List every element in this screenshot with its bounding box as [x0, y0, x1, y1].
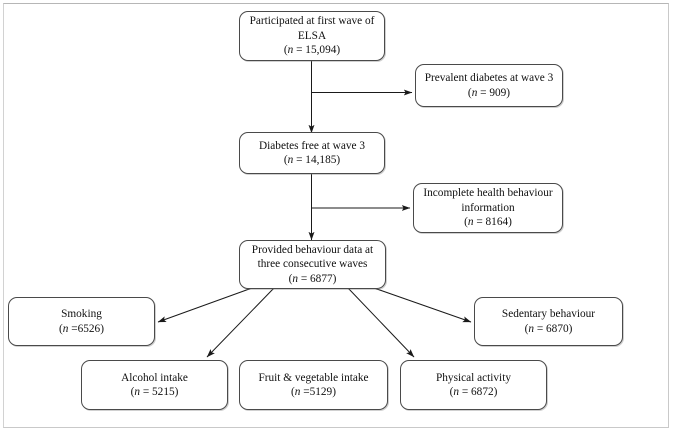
node-count: (n = 6870) — [524, 322, 573, 335]
node-line: Participated at first wave of — [249, 15, 375, 28]
node-line: Incomplete health behaviour — [423, 187, 553, 200]
node-line: ELSA — [297, 29, 327, 42]
node-line: information — [461, 201, 515, 214]
node-count: (n = 15,094) — [283, 44, 341, 57]
node-line: Fruit & vegetable intake — [258, 371, 369, 384]
node-count: (n = 6877) — [288, 272, 337, 285]
node-line: Sedentary behaviour — [501, 308, 596, 321]
node-count: (n =5129) — [291, 386, 336, 398]
node-sedentary-behaviour[interactable]: Sedentary behaviour (n = 6870) — [474, 297, 623, 346]
node-count: (n = 6872) — [449, 386, 498, 398]
node-line: three consecutive waves — [257, 258, 368, 271]
node-count: (n =6526) — [59, 322, 104, 335]
node-line: Smoking — [61, 308, 102, 321]
node-smoking[interactable]: Smoking (n =6526) — [8, 297, 155, 346]
node-line: Diabetes free at wave 3 — [258, 139, 365, 152]
node-physical-activity[interactable]: Physical activity (n = 6872) — [400, 360, 547, 410]
connector-to-alcohol — [206, 287, 275, 358]
node-diabetes-free[interactable]: Diabetes free at wave 3 (n = 14,185) — [239, 132, 385, 174]
node-line: Prevalent diabetes at wave 3 — [424, 72, 554, 85]
node-count: (n = 14,185) — [283, 154, 341, 166]
connector-to-physical-activity — [347, 287, 415, 358]
node-alcohol-intake[interactable]: Alcohol intake (n = 5215) — [81, 360, 228, 410]
node-line: Alcohol intake — [121, 371, 188, 384]
connector-to-smoking — [157, 287, 253, 323]
node-fruit-vegetable-intake[interactable]: Fruit & vegetable intake (n =5129) — [239, 360, 388, 410]
node-count: (n = 909) — [467, 86, 511, 99]
node-count: (n = 5215) — [130, 386, 179, 398]
node-prevalent-diabetes[interactable]: Prevalent diabetes at wave 3 (n = 909) — [415, 64, 563, 107]
node-line: Provided behaviour data at — [251, 243, 374, 256]
node-participated-first-wave[interactable]: Participated at first wave of ELSA (n = … — [239, 11, 385, 61]
node-incomplete-health-behaviour[interactable]: Incomplete health behaviour information … — [413, 183, 563, 233]
node-count: (n = 8164) — [464, 216, 512, 229]
connector-to-sedentary — [373, 287, 472, 323]
node-line: Physical activity — [436, 371, 511, 384]
node-provided-behaviour-data[interactable]: Provided behaviour data at three consecu… — [239, 240, 386, 289]
